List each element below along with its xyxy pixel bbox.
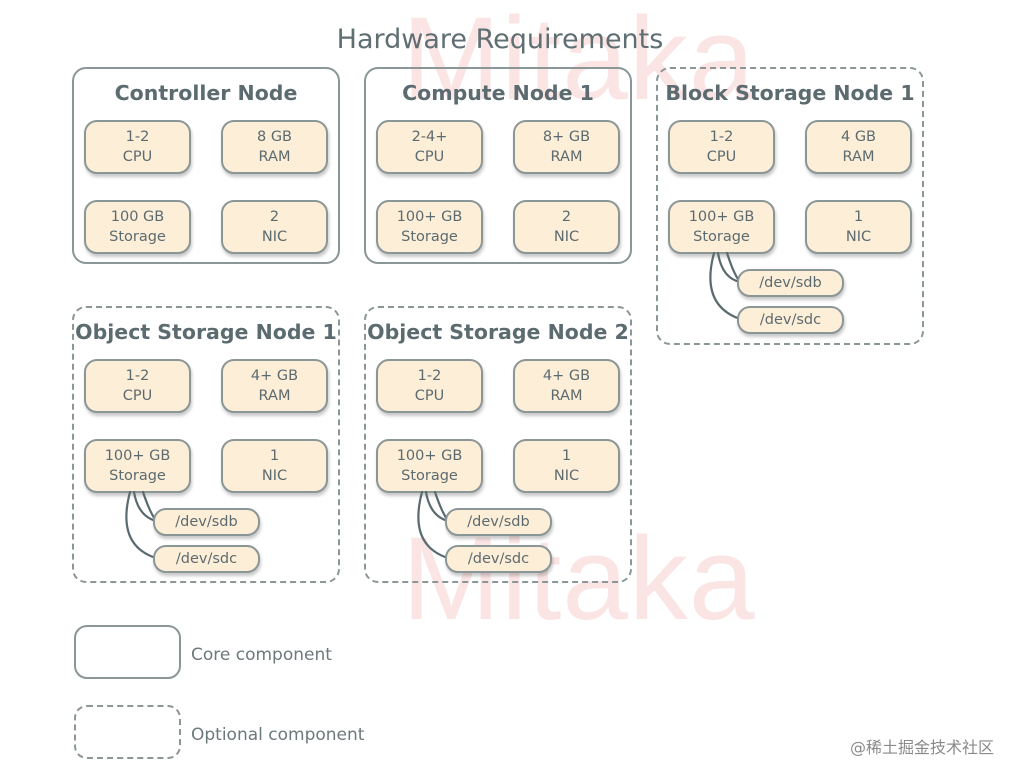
- nic-component: 2 NIC: [513, 200, 620, 254]
- component-value: 1-2: [709, 129, 734, 145]
- cpu-component: 2-4+ CPU: [376, 120, 483, 174]
- component-value: 1: [269, 448, 280, 464]
- component-label: Storage: [401, 229, 458, 245]
- storage-component: 100 GB Storage: [84, 200, 191, 254]
- cpu-component: 1-2 CPU: [376, 359, 483, 413]
- diagram-title: Hardware Requirements: [336, 24, 664, 55]
- component-label: RAM: [550, 149, 583, 165]
- nic-component: 1 NIC: [513, 439, 620, 493]
- component-value: 4+ GB: [250, 368, 299, 384]
- node-title: Controller Node: [114, 81, 298, 105]
- component-value: 100+ GB: [104, 448, 171, 464]
- credit-watermark: @稀土掘金技术社区: [849, 738, 994, 757]
- component-value: 2: [561, 209, 572, 225]
- cpu-component: 1-2 CPU: [84, 359, 191, 413]
- component-label: RAM: [258, 388, 291, 404]
- device-sdc: /dev/sdc: [737, 306, 844, 334]
- component-value: 100+ GB: [396, 448, 463, 464]
- component-value: 100 GB: [110, 209, 165, 225]
- component-label: Storage: [401, 468, 458, 484]
- component-label: CPU: [122, 149, 153, 165]
- component-label: NIC: [261, 229, 288, 245]
- ram-component: 4+ GB RAM: [221, 359, 328, 413]
- device-sdc: /dev/sdc: [153, 545, 260, 573]
- node-title: Block Storage Node 1: [665, 81, 915, 105]
- legend-optional-swatch: [74, 705, 181, 759]
- component-value: 100+ GB: [396, 209, 463, 225]
- component-label: CPU: [414, 149, 445, 165]
- object-storage-node-1: Object Storage Node 1 1-2 CPU 4+ GB RAM …: [72, 306, 340, 583]
- legend-core-swatch: [74, 625, 181, 679]
- component-value: 8 GB: [256, 129, 293, 145]
- storage-component: 100+ GB Storage: [84, 439, 191, 493]
- component-value: 1-2: [125, 368, 150, 384]
- component-label: NIC: [553, 468, 580, 484]
- component-value: 1-2: [125, 129, 150, 145]
- compute-node-1: Compute Node 1 2-4+ CPU 8+ GB RAM 100+ G…: [364, 67, 632, 264]
- component-label: NIC: [261, 468, 288, 484]
- component-label: CPU: [122, 388, 153, 404]
- component-label: Storage: [109, 229, 166, 245]
- cpu-component: 1-2 CPU: [84, 120, 191, 174]
- legend-optional-label: Optional component: [191, 725, 365, 745]
- storage-component: 100+ GB Storage: [668, 200, 775, 254]
- component-label: Storage: [109, 468, 166, 484]
- node-title: Compute Node 1: [402, 81, 594, 105]
- nic-component: 2 NIC: [221, 200, 328, 254]
- storage-component: 100+ GB Storage: [376, 200, 483, 254]
- component-label: NIC: [553, 229, 580, 245]
- component-value: 4+ GB: [542, 368, 591, 384]
- node-title: Object Storage Node 2: [367, 320, 629, 344]
- ram-component: 8 GB RAM: [221, 120, 328, 174]
- component-label: RAM: [842, 149, 875, 165]
- component-label: Storage: [693, 229, 750, 245]
- block-storage-node-1: Block Storage Node 1 1-2 CPU 4 GB RAM 10…: [656, 67, 924, 345]
- component-value: 1-2: [417, 368, 442, 384]
- component-label: RAM: [258, 149, 291, 165]
- device-sdb: /dev/sdb: [153, 508, 260, 536]
- object-storage-node-2: Object Storage Node 2 1-2 CPU 4+ GB RAM …: [364, 306, 632, 583]
- cpu-component: 1-2 CPU: [668, 120, 775, 174]
- nic-component: 1 NIC: [805, 200, 912, 254]
- component-value: 100+ GB: [688, 209, 755, 225]
- nic-component: 1 NIC: [221, 439, 328, 493]
- component-value: 2-4+: [411, 129, 448, 145]
- controller-node: Controller Node 1-2 CPU 8 GB RAM 100 GB …: [72, 67, 340, 264]
- ram-component: 8+ GB RAM: [513, 120, 620, 174]
- component-label: CPU: [706, 149, 737, 165]
- component-label: RAM: [550, 388, 583, 404]
- legend-core-label: Core component: [191, 645, 332, 665]
- component-value: 1: [853, 209, 864, 225]
- component-value: 1: [561, 448, 572, 464]
- component-label: NIC: [845, 229, 872, 245]
- ram-component: 4+ GB RAM: [513, 359, 620, 413]
- device-sdb: /dev/sdb: [445, 508, 552, 536]
- ram-component: 4 GB RAM: [805, 120, 912, 174]
- node-title: Object Storage Node 1: [75, 320, 337, 344]
- component-label: CPU: [414, 388, 445, 404]
- component-value: 8+ GB: [542, 129, 591, 145]
- component-value: 4 GB: [840, 129, 877, 145]
- device-sdc: /dev/sdc: [445, 545, 552, 573]
- device-sdb: /dev/sdb: [737, 269, 844, 297]
- component-value: 2: [269, 209, 280, 225]
- storage-component: 100+ GB Storage: [376, 439, 483, 493]
